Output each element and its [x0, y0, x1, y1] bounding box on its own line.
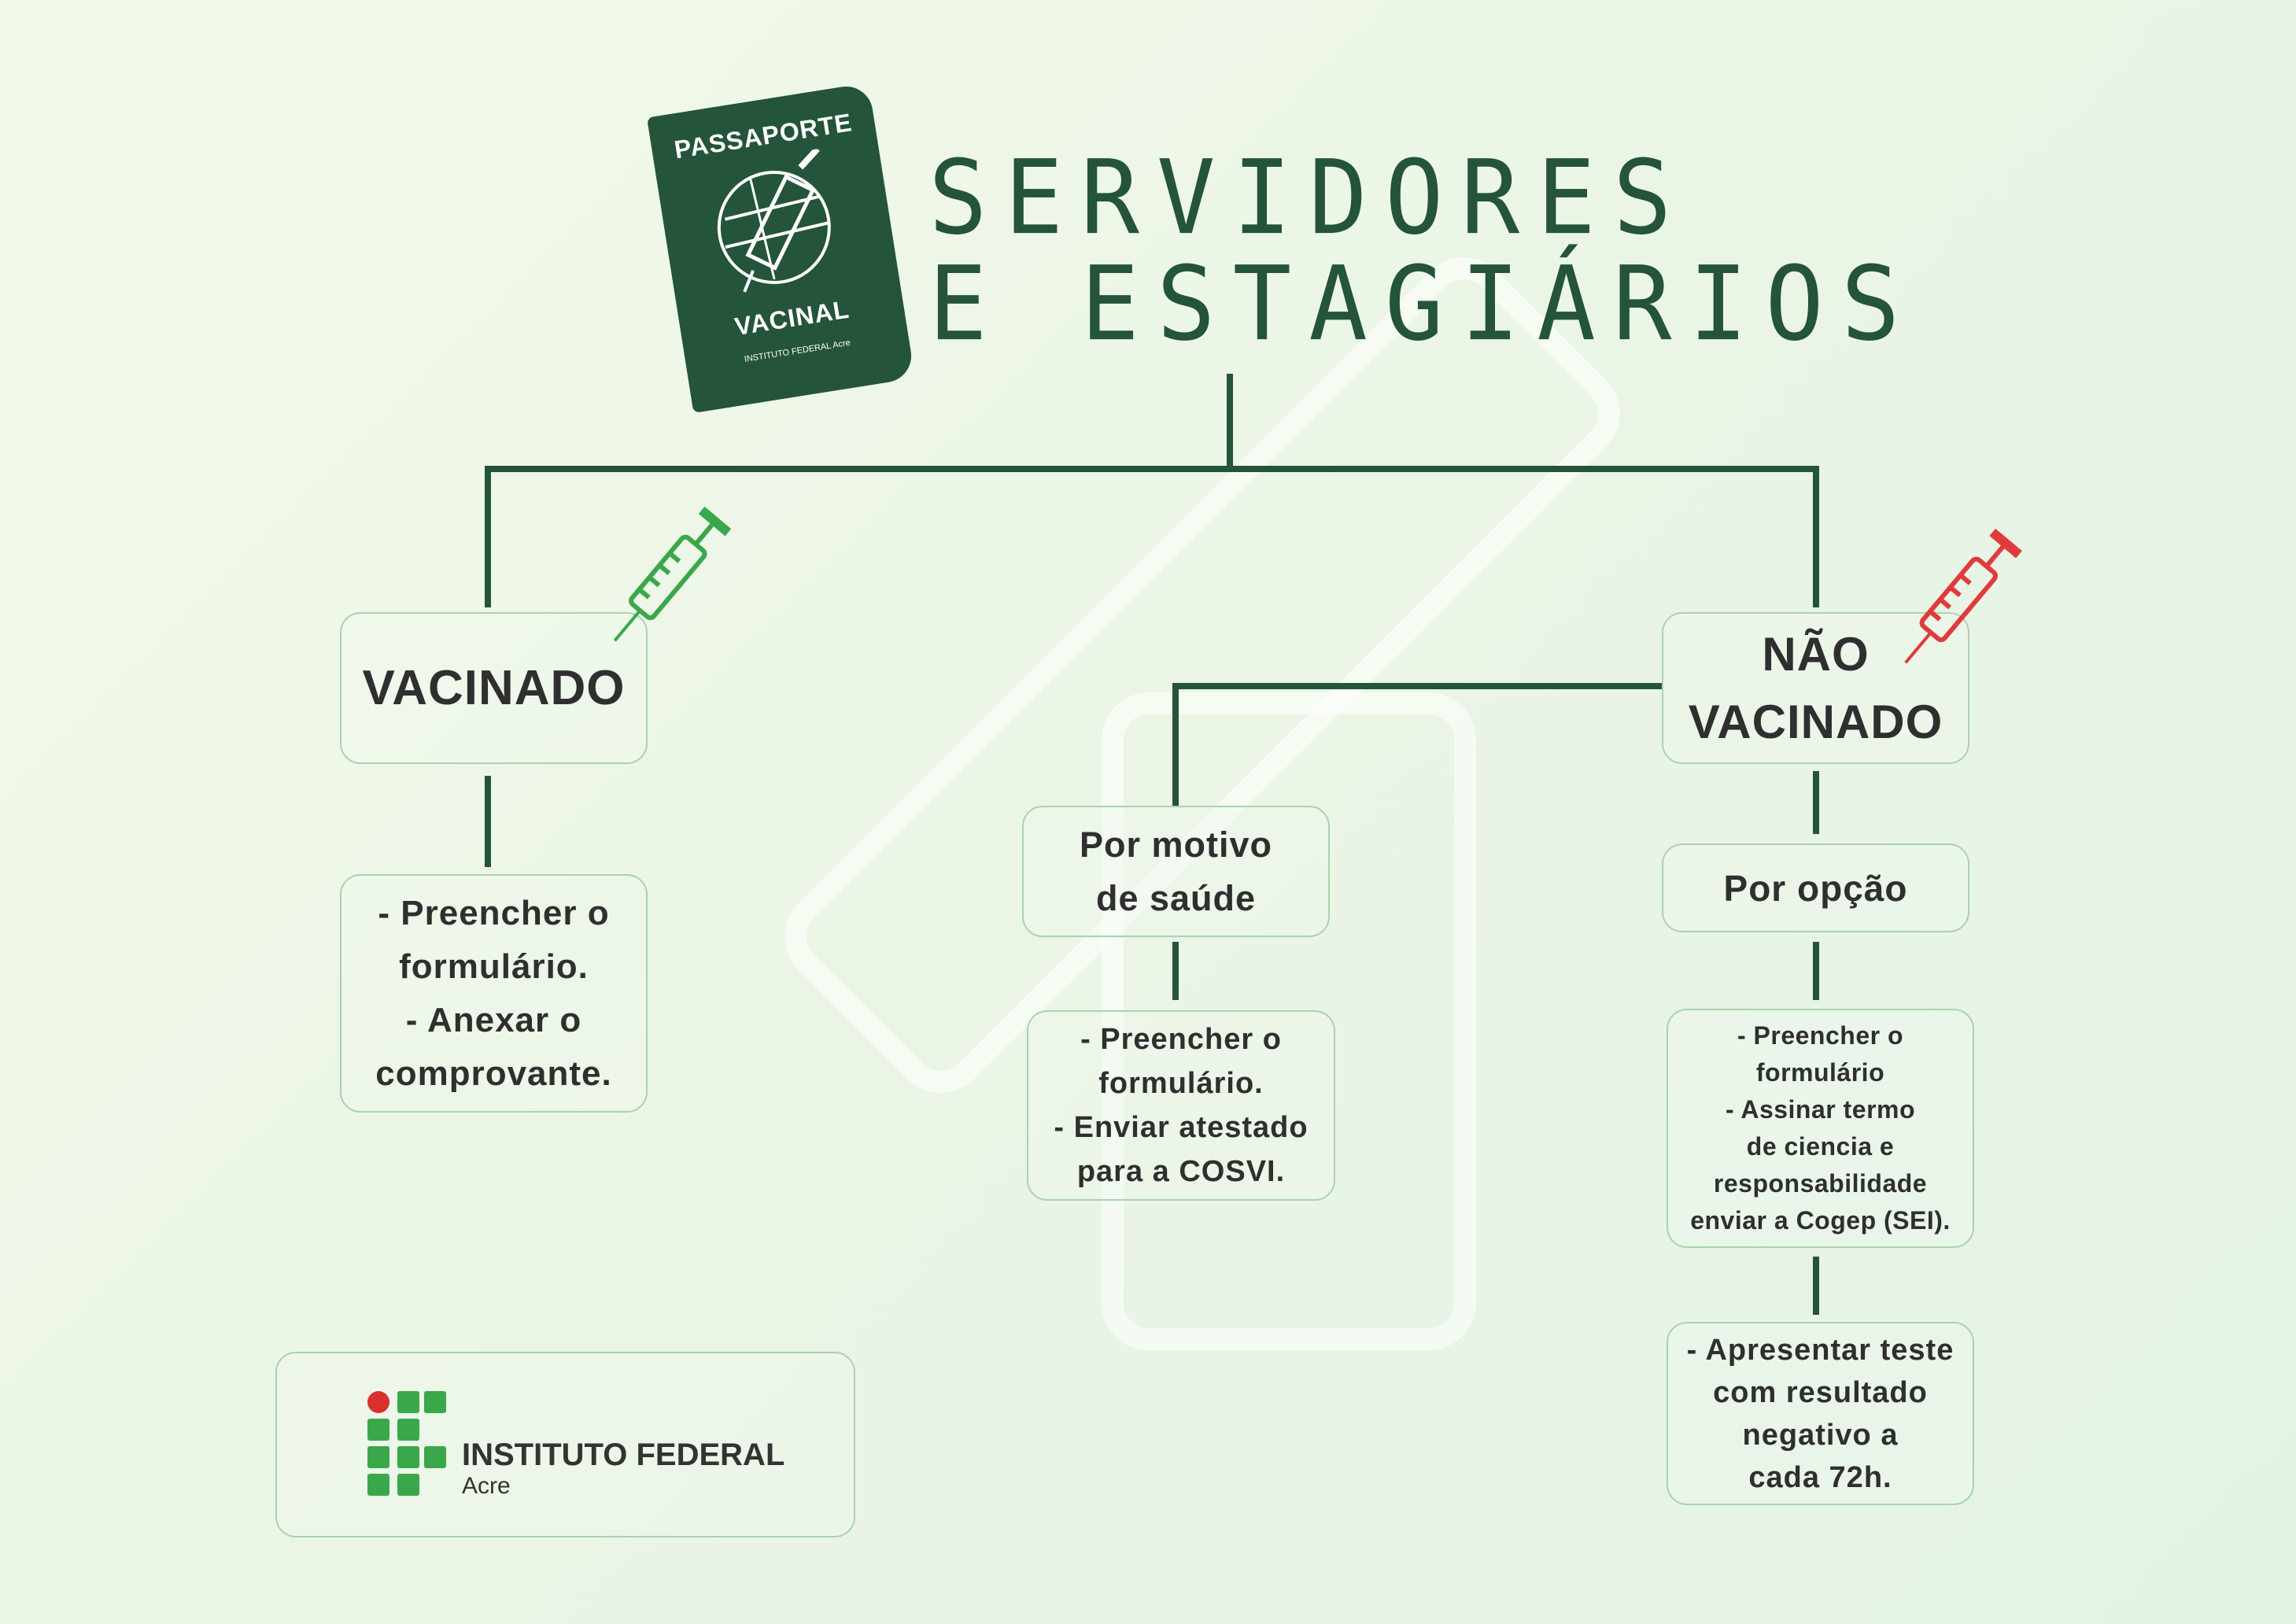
by-choice-steps: - Preencher o formulário - Assinar termo…	[1667, 1009, 1974, 1248]
not-vaccinated-label: NÃO VACINADO	[1688, 627, 1943, 748]
connector	[485, 466, 491, 607]
logo-text: INSTITUTO FEDERAL Acre	[462, 1437, 785, 1499]
vaccinated-label: VACINADO	[362, 661, 626, 715]
connector	[485, 776, 491, 867]
connector	[485, 466, 1819, 472]
connector	[1227, 374, 1233, 471]
connector	[1172, 683, 1662, 689]
health-reason-node: Por motivo de saúde	[1022, 806, 1330, 937]
connector	[1813, 771, 1819, 834]
connector	[1172, 683, 1179, 806]
test-requirement: - Apresentar teste com resultado negativ…	[1667, 1322, 1974, 1505]
health-reason-steps: - Preencher o formulário. - Enviar atest…	[1027, 1010, 1335, 1201]
page-title-line1: SERVIDORES	[928, 138, 1689, 258]
page-title-line2: E ESTAGIÁRIOS	[928, 245, 1918, 364]
if-logo-icon	[367, 1391, 446, 1496]
background-vial-decoration	[1102, 692, 1476, 1350]
vaccine-passport-icon: PASSAPORTE VACINAL INSTITUTO FEDERAL Acr…	[647, 83, 915, 413]
vaccinated-steps: - Preencher o formulário. - Anexar o com…	[340, 874, 648, 1113]
institute-logo-card: INSTITUTO FEDERAL Acre	[275, 1352, 855, 1537]
connector	[1813, 942, 1819, 1000]
not-vaccinated-node: NÃO VACINADO	[1662, 612, 1969, 764]
connector	[1813, 466, 1819, 607]
vaccinated-node: VACINADO	[340, 612, 648, 764]
syringe-globe-icon	[717, 146, 831, 293]
by-choice-node: Por opção	[1662, 843, 1969, 932]
connector	[1813, 1257, 1819, 1315]
red-syringe-icon	[1904, 528, 2022, 664]
green-syringe-icon	[613, 506, 732, 642]
connector	[1172, 942, 1179, 1000]
